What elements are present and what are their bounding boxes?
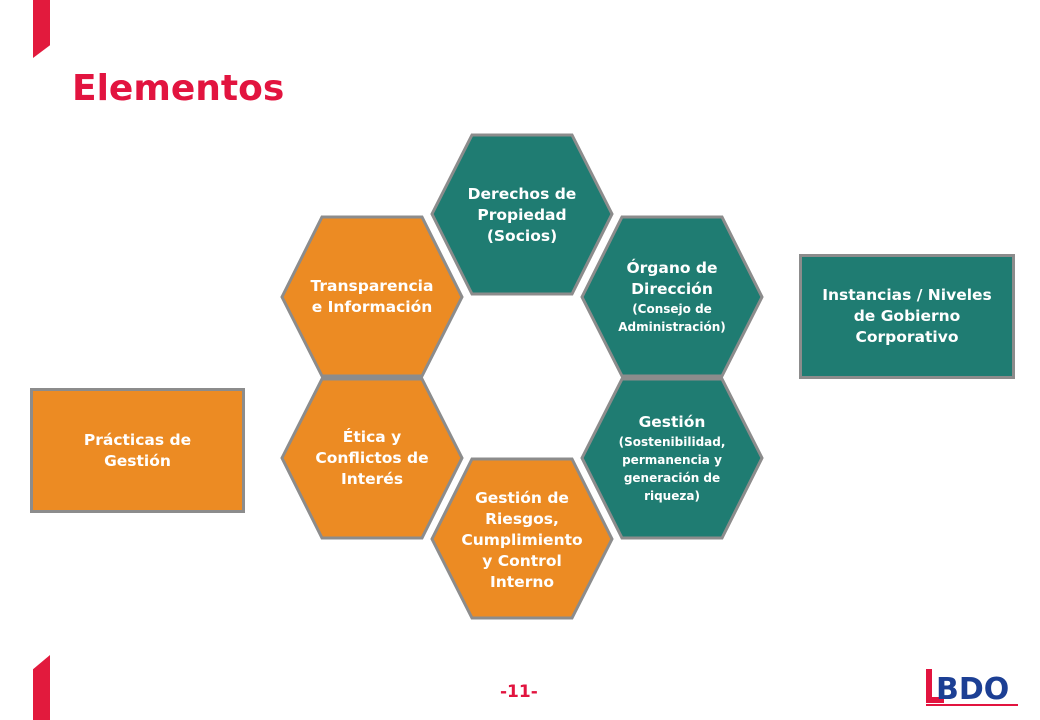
hexagon-derechos-text: Derechos de Propiedad (Socios) xyxy=(457,170,587,260)
hexagon-derechos xyxy=(430,133,614,296)
hexagon-gestion-label: Gestión xyxy=(638,412,706,431)
hexagon-derechos-label: Derechos de Propiedad (Socios) xyxy=(467,184,577,245)
practicas-box: Prácticas de Gestión xyxy=(30,388,245,513)
hexagon-transparencia-label: Transparencia e Información xyxy=(310,277,434,316)
instancias-label: Instancias / Niveles de Gobierno Corpora… xyxy=(822,286,992,346)
hexagon-gestion-sublabel: (Sostenibilidad, permanencia y generació… xyxy=(618,434,726,503)
hexagon-transparencia-text: Transparencia e Información xyxy=(307,252,437,342)
hexagon-riesgos-label: Gestión de Riesgos, Cumplimiento y Contr… xyxy=(461,488,583,591)
instancias-box: Instancias / Niveles de Gobierno Corpora… xyxy=(799,254,1015,379)
hexagon-etica xyxy=(280,377,464,540)
hexagon-riesgos xyxy=(430,457,614,620)
svg-text:BDO: BDO xyxy=(936,672,1009,707)
hexagon-gestion-text: Gestión (Sostenibilidad, permanencia y g… xyxy=(597,398,747,518)
hexagon-gestion xyxy=(580,377,764,540)
practicas-label: Prácticas de Gestión xyxy=(83,430,192,470)
page-title: Elementos xyxy=(72,68,285,109)
top-accent-bar xyxy=(33,0,50,58)
hexagon-riesgos-text: Gestión de Riesgos, Cumplimiento y Contr… xyxy=(457,479,587,601)
hexagon-organo-text: Órgano de Dirección (Consejo de Administ… xyxy=(597,242,747,352)
hexagon-etica-label: Ética y Conflictos de Interés xyxy=(315,427,429,488)
hexagon-organo-label: Órgano de Dirección xyxy=(626,259,718,298)
hexagon-organo-sublabel: (Consejo de Administración) xyxy=(618,302,726,334)
bdo-logo: BDO xyxy=(924,665,1020,707)
hexagon-etica-text: Ética y Conflictos de Interés xyxy=(307,413,437,503)
hexagon-organo xyxy=(580,215,764,378)
hexagon-transparencia xyxy=(280,215,464,378)
page-number: -11- xyxy=(500,682,538,702)
bottom-accent-bar xyxy=(33,655,50,720)
